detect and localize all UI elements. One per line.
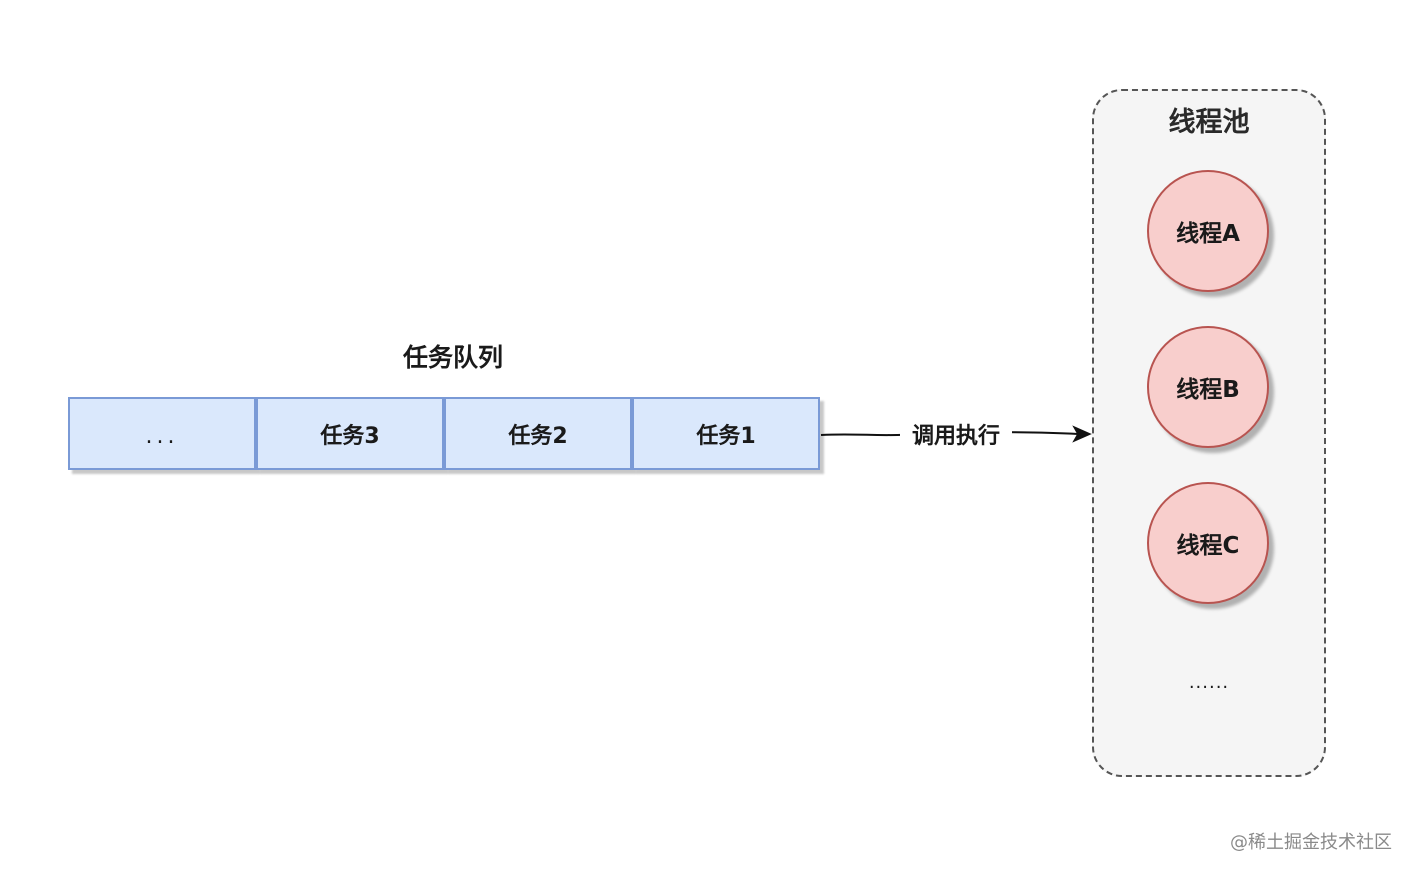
thread-pool-more: ...... (1188, 672, 1230, 693)
queue-cell-task-3: 任务3 (256, 397, 444, 470)
watermark: @稀土掘金技术社区 (1230, 832, 1392, 853)
task-queue: ... 任务3 任务2 任务1 (68, 397, 820, 470)
thread-pool-title: 线程池 (1168, 107, 1250, 138)
task-queue-title: 任务队列 (402, 343, 503, 372)
queue-cell-more: ... (68, 397, 256, 470)
thread-c-node: 线程C (1147, 482, 1269, 604)
dispatch-label: 调用执行 (900, 422, 1012, 452)
thread-a-node: 线程A (1147, 170, 1269, 292)
dispatch-arrow-head (1072, 425, 1092, 443)
queue-cell-task-1: 任务1 (632, 397, 820, 470)
queue-cell-task-2: 任务2 (444, 397, 632, 470)
thread-b-node: 线程B (1147, 326, 1269, 448)
